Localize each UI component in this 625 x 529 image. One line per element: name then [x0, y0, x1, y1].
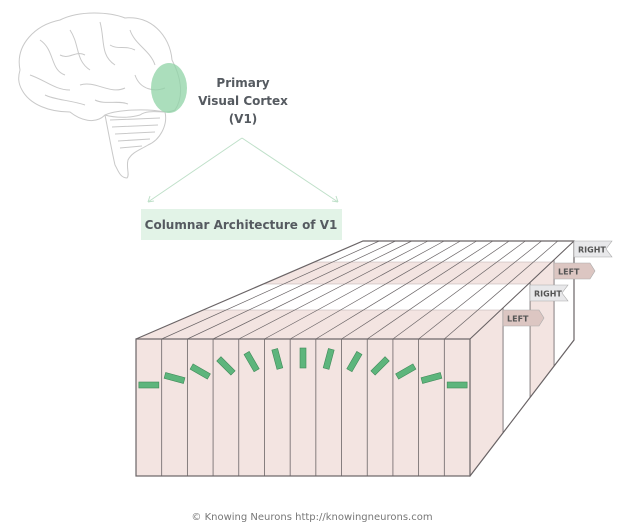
top-layer-strip [203, 284, 529, 310]
column-top-line [161, 240, 380, 340]
tag-shape [502, 309, 545, 327]
architecture-title: Columnar Architecture of V1 [145, 218, 338, 232]
orientation-bar [346, 351, 363, 373]
layer-tag-right: RIGHT [529, 284, 569, 302]
orientation-bar [189, 363, 211, 380]
orientation-bar [216, 356, 236, 376]
column-top-line [187, 240, 396, 340]
layer-tag-right: RIGHT [573, 240, 613, 258]
column-top-line [315, 240, 477, 340]
top-layer-strip [314, 241, 574, 262]
expand-arrows [147, 137, 339, 203]
side-layer-strip [502, 281, 531, 434]
tag-label: RIGHT [578, 246, 606, 255]
region-label-line3: (V1) [229, 112, 258, 126]
tag-label: LEFT [507, 315, 529, 324]
orientation-bar [395, 363, 417, 380]
column-block [135, 240, 575, 478]
orientation-bar [420, 372, 443, 384]
orientation-bar [299, 347, 307, 369]
orientation-bar [370, 356, 390, 376]
orientation-bar [271, 348, 284, 370]
column-top-line [264, 240, 445, 340]
column-top-line [444, 240, 558, 340]
top-layer-strip [136, 310, 501, 339]
orientation-bars [138, 347, 468, 389]
column-top-line [238, 240, 429, 340]
orientation-bar [322, 348, 335, 370]
tag-label: RIGHT [534, 290, 562, 299]
orientation-bar [446, 381, 468, 389]
orientation-bar [163, 372, 186, 384]
tag-shape [573, 240, 613, 258]
column-top-line [289, 240, 461, 340]
orientation-bar [138, 381, 160, 389]
tag-shape [553, 262, 596, 280]
layer-tag-left: LEFT [553, 262, 596, 280]
column-top-line [367, 240, 510, 340]
tag-label: LEFT [558, 268, 580, 277]
column-top-line [212, 240, 412, 340]
tag-shape [529, 284, 569, 302]
column-top-line [392, 240, 526, 340]
side-layer-strip [553, 240, 575, 368]
eye-layer-tags: RIGHT LEFT RIGHT LEFT [502, 240, 613, 327]
region-label-line1: Primary [216, 76, 269, 90]
region-label-line2: Visual Cortex [198, 94, 288, 108]
v1-highlight [151, 63, 187, 113]
column-top-line [341, 240, 494, 340]
layer-tag-left: LEFT [502, 309, 545, 327]
footer-credit: © Knowing Neurons http://knowingneurons.… [191, 512, 432, 523]
orientation-bar [243, 351, 260, 373]
block-edge [469, 240, 575, 340]
column-top-line [418, 240, 542, 340]
architecture-title-box [141, 209, 342, 240]
side-layer-strip [529, 259, 555, 399]
